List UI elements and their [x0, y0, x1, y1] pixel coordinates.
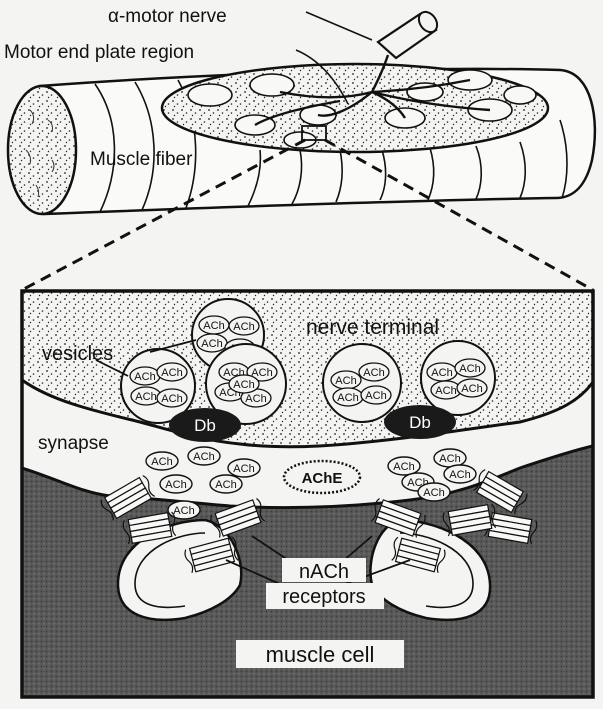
muscle-fiber-illustration: [6, 10, 597, 216]
ach-molecule: [145, 451, 179, 471]
free-ach: ACh: [159, 474, 193, 494]
ach-molecule: [417, 482, 451, 502]
ach-molecule: [456, 378, 488, 398]
ach-molecule: [360, 385, 392, 405]
ach-molecule: [228, 316, 260, 336]
ach-label: ACh: [173, 505, 194, 517]
detail-frame: [20, 289, 595, 699]
ach-molecule: [209, 474, 243, 494]
ach-label: ACh: [203, 320, 224, 332]
free-ach: ACh: [227, 458, 261, 478]
nach-receptor: [100, 475, 156, 521]
nach-label-bg-1: [282, 558, 366, 582]
free-ach: ACh: [443, 464, 477, 484]
dense-body-right-label: Db: [409, 413, 431, 432]
ach-label: ACh: [151, 456, 172, 468]
ach-label: ACh: [215, 479, 236, 491]
ach-molecule: [156, 388, 188, 408]
nach-receptor: [442, 503, 497, 537]
ach-label: ACh: [161, 367, 182, 379]
ach-label: ACh: [193, 451, 214, 463]
ach-label: ACh: [423, 487, 444, 499]
free-ach: ACh: [209, 474, 243, 494]
nach-receptor: [391, 536, 446, 573]
nerve-terminal-label: nerve terminal: [306, 316, 439, 339]
ache-label: AChE: [302, 470, 343, 487]
muscle-cell-label: muscle cell: [266, 642, 375, 667]
ach-molecule: [156, 362, 188, 382]
vesicles-label: vesicles: [42, 343, 113, 365]
ach-label: ACh: [435, 385, 456, 397]
nach-label-bg-2: [266, 583, 384, 609]
nach-receptor: [122, 511, 177, 545]
end-plate-label: Motor end plate region: [4, 42, 194, 63]
ach-label: ACh: [431, 367, 452, 379]
motor-nerve-label: α-motor nerve: [108, 6, 227, 27]
muscle-cell-label-bg: [236, 640, 404, 668]
ach-molecule: [358, 362, 390, 382]
ach-label: ACh: [251, 367, 272, 379]
nach-label-line2: receptors: [282, 586, 365, 608]
ach-label: ACh: [134, 371, 155, 383]
synapse-label: synapse: [38, 433, 109, 454]
free-ach: ACh: [387, 456, 421, 476]
ach-molecule: [443, 464, 477, 484]
ach-label: ACh: [335, 375, 356, 387]
ach-molecule: [187, 446, 221, 466]
nach-receptors: [100, 469, 538, 573]
ach-label: ACh: [439, 453, 460, 465]
ache-enzyme: AChE: [282, 459, 362, 495]
free-ach: ACh: [433, 448, 467, 468]
free-ach: ACh: [417, 482, 451, 502]
zoom-lines: [21, 138, 594, 292]
ach-label: ACh: [461, 383, 482, 395]
nach-receptor: [472, 469, 528, 515]
ach-label: ACh: [161, 393, 182, 405]
dense-body-left: Db: [169, 408, 241, 442]
ach-label: ACh: [233, 463, 254, 475]
ach-label: ACh: [365, 390, 386, 402]
ach-label: ACh: [233, 379, 254, 391]
dense-body-left-label: Db: [194, 416, 216, 435]
ach-molecule: [246, 362, 278, 382]
ach-label: ACh: [135, 391, 156, 403]
nach-receptor: [184, 536, 239, 573]
ach-molecule: [159, 474, 193, 494]
nach-label-line1: nACh: [299, 561, 349, 583]
free-ach: ACh: [187, 446, 221, 466]
ach-label: ACh: [337, 392, 358, 404]
ach-molecule: [387, 456, 421, 476]
ach-label: ACh: [393, 461, 414, 473]
ach-molecule: [454, 358, 486, 378]
muscle-fiber-label: Muscle fiber: [90, 149, 193, 170]
ach-molecule: [227, 458, 261, 478]
ach-label: ACh: [363, 367, 384, 379]
free-ach: ACh: [167, 500, 201, 520]
nach-receptor: [210, 498, 266, 538]
ach-label: ACh: [449, 469, 470, 481]
ach-molecule: [167, 500, 201, 520]
free-ach: ACh: [145, 451, 179, 471]
nach-receptor: [370, 498, 426, 538]
ach-label: ACh: [233, 321, 254, 333]
dense-body-right: Db: [384, 405, 456, 439]
ach-molecule: [228, 374, 260, 394]
ach-label: ACh: [165, 479, 186, 491]
ach-label: ACh: [201, 338, 222, 350]
ach-label: ACh: [459, 363, 480, 375]
ach-label: ACh: [245, 393, 266, 405]
